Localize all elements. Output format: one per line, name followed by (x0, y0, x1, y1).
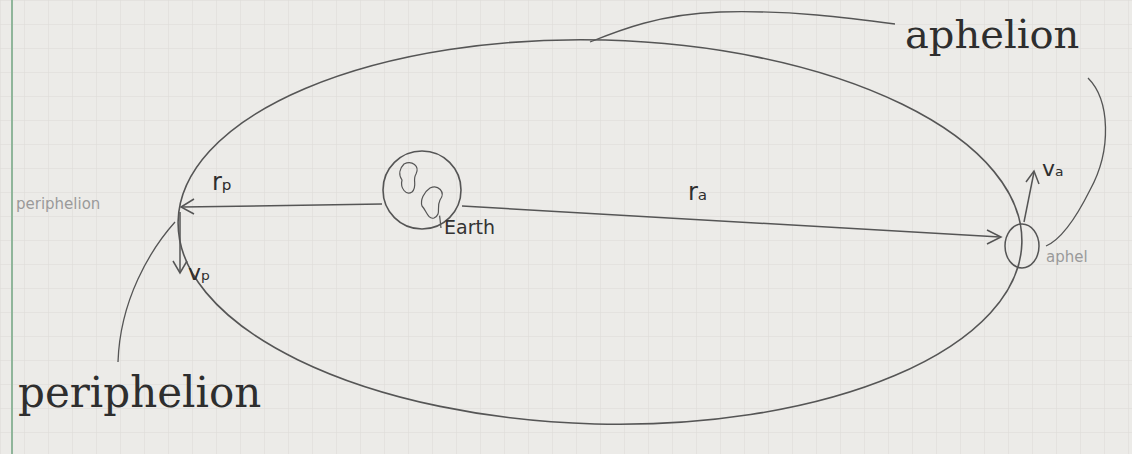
margin-line (11, 0, 13, 454)
planet-circle: Earth (382, 150, 462, 230)
planet-label: Earth (444, 218, 495, 237)
arrow-head (181, 199, 194, 214)
faint-note: periphelion (16, 197, 100, 212)
radius-line (462, 206, 1000, 237)
velocity-arrow (179, 212, 181, 272)
continent (421, 187, 442, 218)
arrow-head (987, 230, 1001, 244)
continent (400, 163, 417, 193)
satellite-circle (1005, 224, 1039, 268)
point-label: periphelion (18, 372, 261, 414)
radius-line (182, 204, 382, 207)
leader-line (440, 216, 441, 228)
radius-label: rₚ (212, 170, 232, 194)
orbit-ellipse (173, 29, 1027, 435)
velocity-label: vₚ (188, 262, 210, 284)
velocity-arrow (1024, 172, 1034, 222)
point-label: aphelion (905, 14, 1079, 54)
leader-line (118, 222, 175, 362)
pencil-stroke (590, 12, 895, 42)
faint-note: aphel (1046, 250, 1088, 265)
velocity-label: vₐ (1042, 158, 1064, 180)
radius-label: rₐ (688, 180, 707, 204)
arrow-head (1026, 171, 1039, 184)
arrow-head (173, 261, 187, 273)
